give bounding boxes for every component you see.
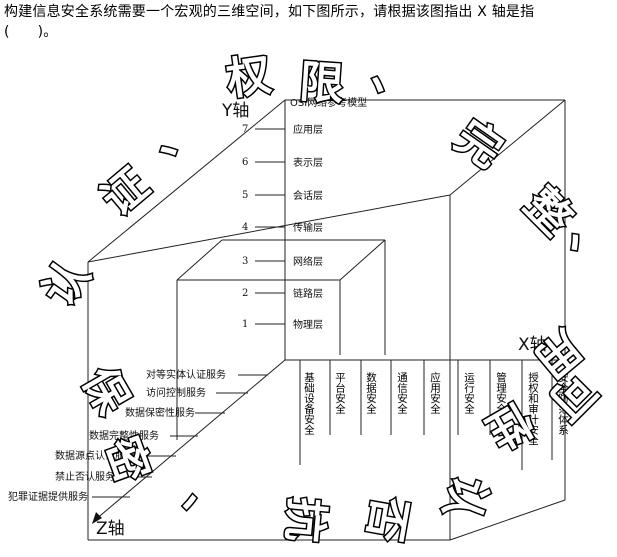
question-text: 构建信息安全系统需要一个宏观的三维空间，如下图所示，请根据该图指出 X 轴是指 … — [4, 2, 614, 42]
stamp-char: 抗 — [277, 495, 332, 543]
osi-layer-num: 4 — [242, 222, 248, 233]
question-line-1: 构建信息安全系统需要一个宏观的三维空间，如下图所示，请根据该图指出 X 轴是指 — [4, 4, 535, 20]
osi-layer-name: 传输层 — [293, 221, 323, 234]
security-services: 对等实体认证服务 访问控制服务 数据保密性服务 数据完整性服务 数据源点认证服务… — [8, 368, 268, 503]
stamp-char: 否 — [358, 493, 416, 545]
osi-layer-num: 6 — [242, 157, 248, 168]
service-label: 对等实体认证服务 — [146, 368, 226, 381]
service-label: 禁止否认服务 — [55, 470, 115, 483]
stamp-char: 认 — [433, 469, 496, 528]
osi-layer-name: 应用层 — [293, 123, 323, 136]
x-column-label: 平台安全 — [334, 372, 346, 414]
axes — [92, 100, 560, 524]
x-column-label: 应用安全 — [429, 372, 441, 414]
z-axis-label: Z轴 — [96, 519, 125, 539]
inner-cube — [176, 239, 386, 440]
question-line-2: ( )。 — [4, 24, 58, 40]
y-axis-label: Y轴 — [221, 101, 249, 121]
x-column-label: 授权和审计安全 — [527, 372, 539, 446]
stamp-char: 证 — [92, 159, 158, 226]
x-column-label: 基础设备安全 — [303, 372, 315, 435]
service-label: 犯罪证据提供服务 — [8, 490, 88, 503]
osi-layer-name: 表示层 — [293, 156, 323, 169]
x-axis-label: X轴 — [518, 335, 547, 355]
osi-title: OSI网络参考模型 — [290, 96, 367, 109]
osi-layer-name: 会话层 — [293, 189, 323, 202]
osi-layer-num: 3 — [242, 256, 248, 267]
osi-layer-num: 7 — [242, 124, 248, 135]
osi-layers: 7 应用层 6 表示层 5 会话层 4 传输层 3 网络层 2 链路层 1 物理… — [242, 123, 323, 331]
service-label: 数据完整性服务 — [89, 429, 159, 442]
service-label: 访问控制服务 — [146, 386, 206, 399]
stamp-char: 、 — [174, 490, 229, 538]
stamp-char: 完 — [446, 111, 511, 178]
osi-layer-num: 5 — [242, 190, 248, 201]
outer-cube — [87, 99, 566, 541]
stamp-char: 、 — [365, 48, 424, 111]
x-column-label: 安全防范体系 — [557, 372, 569, 435]
stamp-char: 限 — [298, 57, 345, 111]
x-column-label: 运行安全 — [463, 372, 475, 414]
osi-layer-name: 链路层 — [293, 287, 323, 300]
osi-layer-name: 物理层 — [293, 318, 323, 331]
service-label: 数据保密性服务 — [125, 406, 195, 419]
osi-layer-name: 网络层 — [293, 255, 323, 268]
osi-layer-num: 1 — [242, 319, 248, 330]
x-column-label: 数据安全 — [365, 372, 377, 414]
stamp-char: 权 — [222, 49, 274, 106]
service-label: 数据源点认证服务 — [55, 449, 135, 462]
x-column-label: 管理安全 — [495, 372, 507, 414]
stamp-char: 、 — [143, 102, 207, 168]
x-columns: 基础设备安全 平台安全 数据安全 通信安全 应用安全 运行安全 管理安全 授权和… — [299, 360, 569, 470]
osi-layer-num: 2 — [242, 288, 248, 299]
x-column-label: 通信安全 — [396, 372, 408, 414]
